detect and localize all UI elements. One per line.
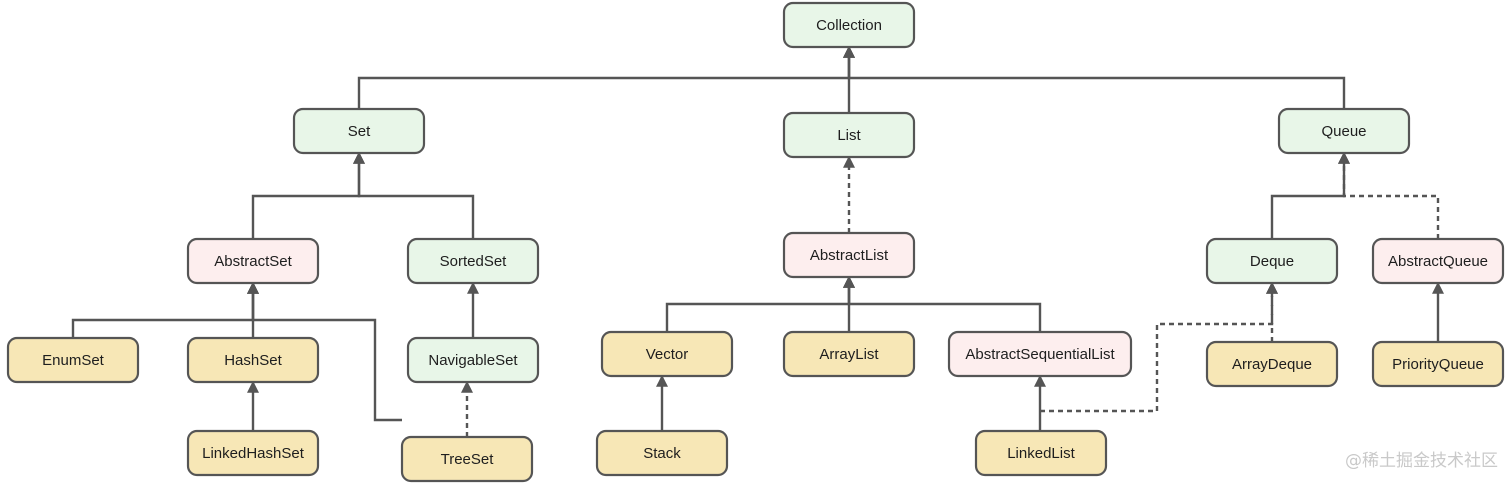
node-deque: Deque bbox=[1205, 237, 1339, 285]
node-label-abstractset: AbstractSet bbox=[214, 253, 292, 270]
node-collection: Collection bbox=[782, 1, 916, 49]
node-box-linkedhashset bbox=[186, 429, 320, 477]
node-label-vector: Vector bbox=[646, 346, 689, 363]
edge-sortedset-to-set bbox=[353, 151, 475, 239]
edge-abstractsequentiallist-to-abstractlist bbox=[843, 275, 1042, 332]
node-label-linkedlist: LinkedList bbox=[1007, 445, 1075, 462]
node-vector: Vector bbox=[600, 330, 734, 378]
node-box-navigableset bbox=[406, 336, 540, 384]
node-arraylist: ArrayList bbox=[782, 330, 916, 378]
node-label-abstractlist: AbstractList bbox=[810, 247, 889, 264]
watermark: @稀土掘金技术社区 bbox=[1345, 451, 1498, 471]
node-arraydeque: ArrayDeque bbox=[1205, 340, 1339, 388]
node-navigableset: NavigableSet bbox=[406, 336, 540, 384]
node-list: List bbox=[782, 111, 916, 159]
node-queue: Queue bbox=[1277, 107, 1411, 155]
node-box-set bbox=[292, 107, 426, 155]
node-box-abstractqueue bbox=[1371, 237, 1505, 285]
node-box-abstractset bbox=[186, 237, 320, 285]
node-set: Set bbox=[292, 107, 426, 155]
node-label-arraydeque: ArrayDeque bbox=[1232, 356, 1312, 373]
node-box-collection bbox=[782, 1, 916, 49]
node-box-priorityqueue bbox=[1371, 340, 1505, 388]
node-label-queue: Queue bbox=[1321, 123, 1366, 140]
node-box-stack bbox=[595, 429, 729, 477]
node-label-abstractsequentiallist: AbstractSequentialList bbox=[965, 346, 1115, 363]
node-box-sortedset bbox=[406, 237, 540, 285]
edge-queue-to-collection bbox=[843, 45, 1346, 109]
node-label-deque: Deque bbox=[1250, 253, 1294, 270]
node-enumset: EnumSet bbox=[6, 336, 140, 384]
node-box-deque bbox=[1205, 237, 1339, 285]
node-linkedhashset: LinkedHashSet bbox=[186, 429, 320, 477]
node-abstractlist: AbstractList bbox=[782, 231, 916, 279]
node-label-hashset: HashSet bbox=[224, 352, 282, 369]
node-box-abstractlist bbox=[782, 231, 916, 279]
node-box-enumset bbox=[6, 336, 140, 384]
edge-treeset-to-abstractset bbox=[247, 281, 402, 422]
node-label-list: List bbox=[837, 127, 861, 144]
node-label-sortedset: SortedSet bbox=[440, 253, 508, 270]
node-label-arraylist: ArrayList bbox=[819, 346, 879, 363]
node-label-set: Set bbox=[348, 123, 371, 140]
edge-deque-to-queue bbox=[1270, 151, 1350, 239]
node-sortedset: SortedSet bbox=[406, 237, 540, 285]
edge-abstractset-to-set bbox=[251, 151, 365, 239]
node-abstractsequentiallist: AbstractSequentialList bbox=[947, 330, 1133, 378]
edge-set-to-collection bbox=[357, 45, 855, 109]
node-abstractset: AbstractSet bbox=[186, 237, 320, 285]
node-stack: Stack bbox=[595, 429, 729, 477]
edges-layer bbox=[71, 45, 1444, 437]
node-abstractqueue: AbstractQueue bbox=[1371, 237, 1505, 285]
node-label-navigableset: NavigableSet bbox=[428, 352, 518, 369]
node-label-enumset: EnumSet bbox=[42, 352, 105, 369]
node-hashset: HashSet bbox=[186, 336, 320, 384]
node-box-vector bbox=[600, 330, 734, 378]
node-box-hashset bbox=[186, 336, 320, 384]
node-treeset: TreeSet bbox=[400, 435, 534, 483]
node-label-priorityqueue: PriorityQueue bbox=[1392, 356, 1484, 373]
node-box-arraylist bbox=[782, 330, 916, 378]
edge-enumset-to-abstractset bbox=[71, 281, 259, 338]
edge-vector-to-abstractlist bbox=[665, 275, 855, 332]
node-label-abstractqueue: AbstractQueue bbox=[1388, 253, 1488, 270]
node-box-linkedlist bbox=[974, 429, 1108, 477]
node-priorityqueue: PriorityQueue bbox=[1371, 340, 1505, 388]
node-linkedlist: LinkedList bbox=[974, 429, 1108, 477]
node-label-treeset: TreeSet bbox=[441, 451, 495, 468]
node-label-stack: Stack bbox=[643, 445, 681, 462]
node-label-linkedhashset: LinkedHashSet bbox=[202, 445, 305, 462]
node-box-arraydeque bbox=[1205, 340, 1339, 388]
node-box-queue bbox=[1277, 107, 1411, 155]
node-box-treeset bbox=[400, 435, 534, 483]
node-label-collection: Collection bbox=[816, 17, 882, 34]
edge-abstractqueue-to-queue bbox=[1338, 151, 1440, 239]
node-box-abstractsequentiallist bbox=[947, 330, 1133, 378]
node-box-list bbox=[782, 111, 916, 159]
